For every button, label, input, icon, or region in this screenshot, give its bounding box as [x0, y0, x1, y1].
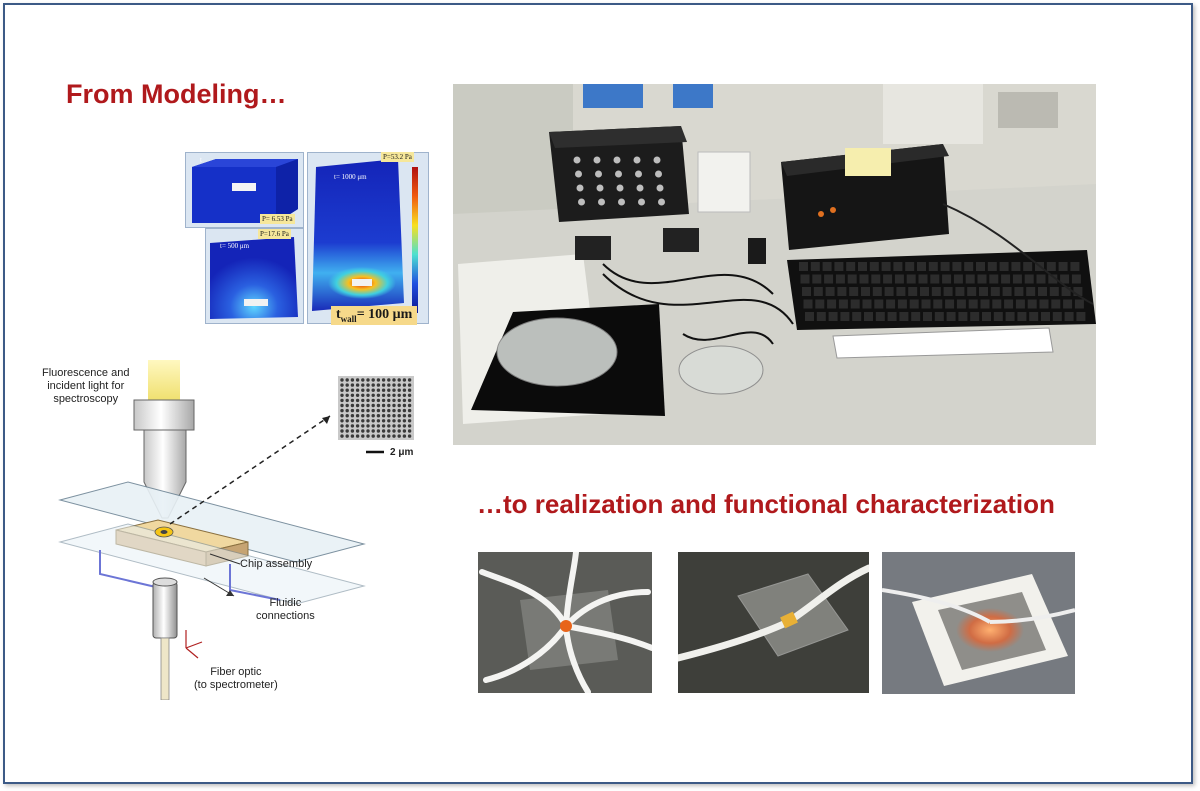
lab-setup-photo — [453, 84, 1096, 445]
chip-photo-2 — [678, 552, 869, 693]
simulation-image-a — [192, 159, 298, 223]
modeling-heading: From Modeling… — [66, 79, 287, 109]
simulation-image-c — [312, 159, 418, 313]
realization-heading: …to realization and functional character… — [477, 489, 1055, 519]
light-label: Fluorescence and incident light for spec… — [42, 367, 130, 405]
panel-b-depth-symbol: t — [220, 242, 222, 250]
scale-bar-label: 2 μm — [390, 447, 414, 458]
fluidic-connections-label: Fluidic connections — [256, 597, 315, 622]
chip-photo-1 — [478, 552, 652, 693]
twall-value: = 100 μm — [356, 307, 413, 322]
simulation-image-b — [210, 237, 298, 319]
panel-c-depth-value: = 1000 μm — [335, 173, 367, 181]
pmax-a-value: = 6.53 Pa — [265, 215, 293, 223]
panel-c-depth-symbol: t — [334, 173, 336, 181]
keyboard-keys — [799, 262, 1086, 321]
panel-c-depth-label: t= 1000 μm — [334, 173, 367, 181]
simulation-panel-c: t= 1000 μm — [307, 152, 429, 324]
pmax-a-symbol: P — [262, 215, 266, 223]
pmax-c-symbol: P — [383, 153, 387, 161]
twall-label: twall= 100 μm — [331, 306, 418, 325]
simulation-panel-b: t= 500 μm — [205, 228, 304, 324]
nanostructure-dot-array — [340, 378, 412, 438]
instrument-knobs — [573, 156, 665, 206]
chip-photo-3-illustration — [882, 552, 1075, 694]
fiber-optic-label: Fiber optic (to spectrometer) — [194, 666, 278, 691]
chip-schematic-diagram — [58, 360, 414, 700]
chip-photo-2-illustration — [678, 552, 869, 693]
pmax-b-tag: P=17.6 Pa — [258, 229, 291, 239]
pmax-c-value: =53.2 Pa — [386, 153, 412, 161]
chip-assembly-label: Chip assembly — [240, 558, 313, 570]
chip-photo-3 — [882, 552, 1075, 694]
pmax-b-value: =17.6 Pa — [263, 230, 289, 238]
pmax-c-tag: P=53.2 Pa — [381, 152, 414, 162]
lab-setup-illustration — [453, 84, 1096, 445]
pmax-a-tag: P= 6.53 Pa — [260, 214, 295, 224]
panel-b-depth-label: t= 500 μm — [220, 242, 249, 250]
panel-a-depth-label: t — [200, 156, 202, 164]
slide-frame — [3, 3, 1193, 784]
pmax-b-symbol: P — [260, 230, 264, 238]
panel-b-depth-value: = 500 μm — [221, 242, 250, 250]
twall-symbol: t — [336, 307, 341, 322]
twall-subscript: wall — [340, 313, 357, 324]
chip-photo-1-illustration — [478, 552, 652, 693]
